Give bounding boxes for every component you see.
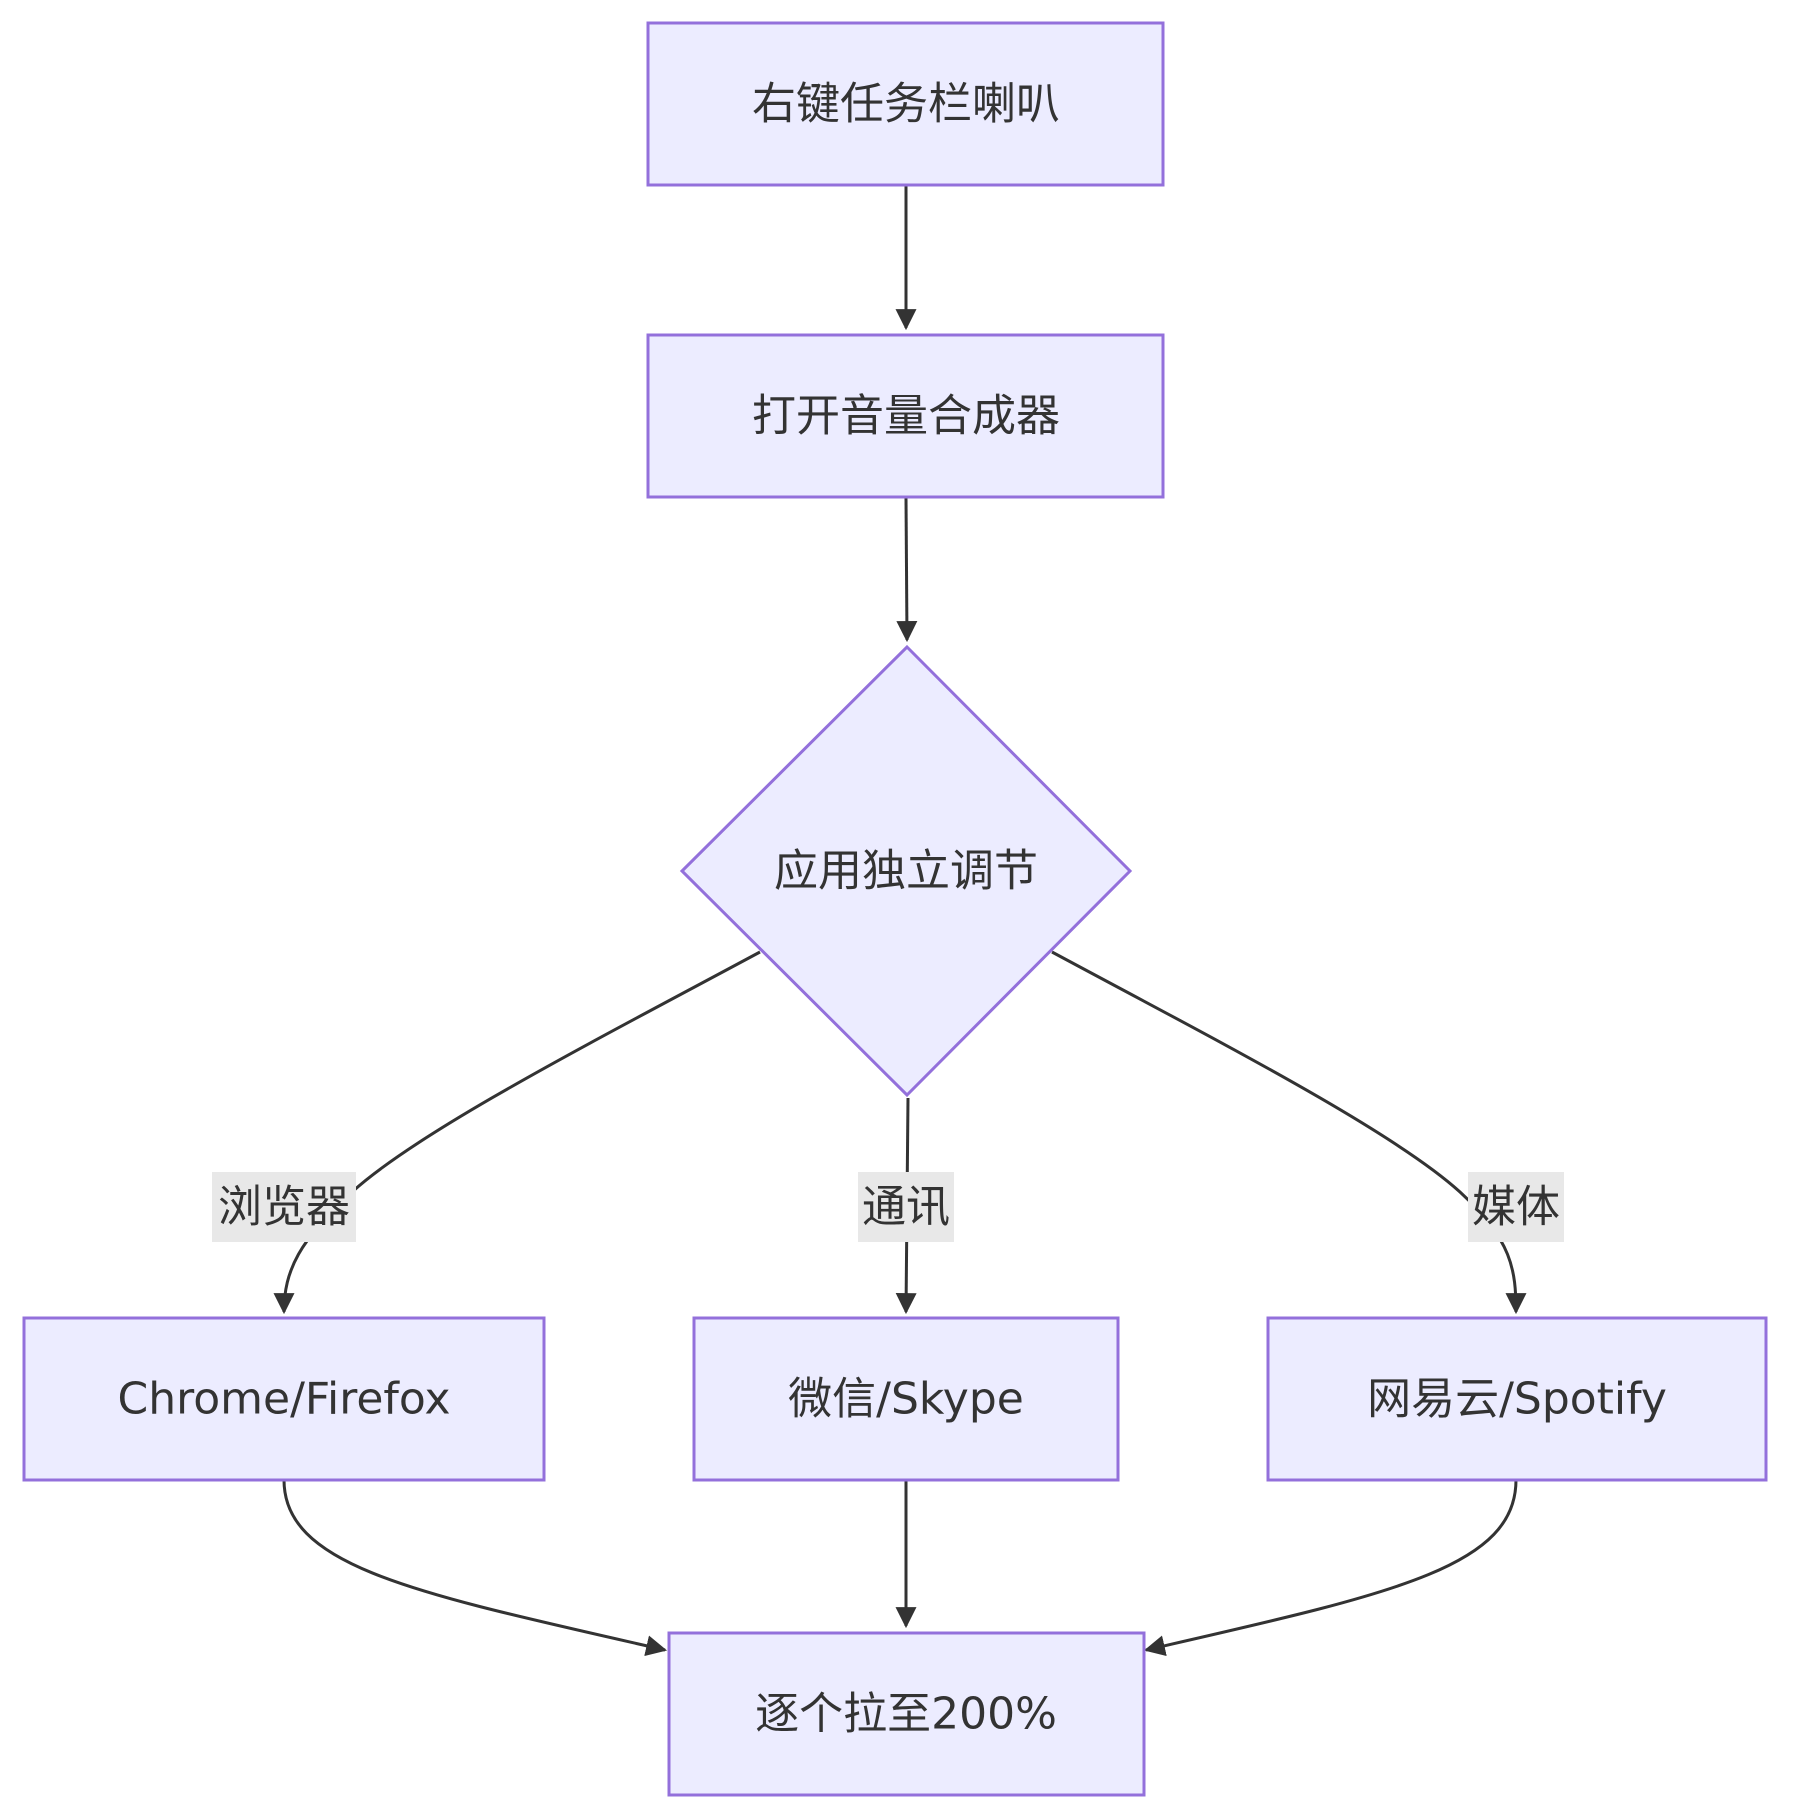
node-mixer: 打开音量合成器 <box>646 333 1165 499</box>
node-media: 网易云/Spotify <box>1266 1316 1768 1482</box>
edge-label-comm-text: 通讯 <box>862 1182 950 1233</box>
node-decision: 应用独立调节 <box>679 644 1133 1098</box>
node-end-label: 逐个拉至200% <box>755 1689 1057 1740</box>
node-mixer-label: 打开音量合成器 <box>752 391 1060 442</box>
edge-label-comm: 通讯 <box>858 1172 954 1242</box>
node-comm: 微信/Skype <box>692 1316 1120 1482</box>
node-browser: Chrome/Firefox <box>22 1316 546 1482</box>
edges-group <box>273 186 1527 1657</box>
edge-decision-to-browser <box>273 950 761 1315</box>
edge-browser-to-end <box>282 1479 668 1657</box>
node-browser-label: Chrome/Firefox <box>117 1374 450 1425</box>
node-decision-label: 应用独立调节 <box>774 846 1038 897</box>
edge-mixer-to-decision <box>896 497 918 643</box>
edge-media-to-end <box>1143 1479 1518 1657</box>
node-media-label: 网易云/Spotify <box>1367 1374 1667 1425</box>
edge-decision-to-media <box>1051 950 1527 1315</box>
node-comm-label: 微信/Skype <box>788 1374 1024 1425</box>
node-end: 逐个拉至200% <box>667 1631 1146 1797</box>
node-start-label: 右键任务栏喇叭 <box>752 79 1060 130</box>
edge-label-browser: 浏览器 <box>212 1172 356 1242</box>
edge-label-media-text: 媒体 <box>1472 1182 1560 1233</box>
edge-label-media: 媒体 <box>1468 1172 1564 1242</box>
edge-label-browser-text: 浏览器 <box>218 1182 350 1233</box>
node-start: 右键任务栏喇叭 <box>646 21 1165 187</box>
